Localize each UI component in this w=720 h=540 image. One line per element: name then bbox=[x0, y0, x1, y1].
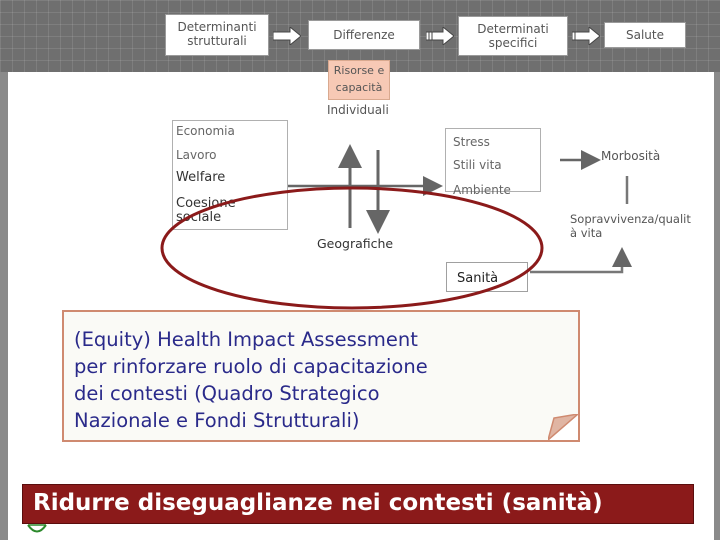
economia-panel bbox=[172, 120, 288, 230]
logo-icon bbox=[27, 524, 47, 533]
left-strip bbox=[0, 72, 8, 540]
arrow-right-icon bbox=[273, 27, 301, 45]
welfare-label: Welfare bbox=[176, 170, 226, 185]
label-line: Differenze bbox=[333, 28, 395, 42]
arrow-right-icon bbox=[572, 27, 600, 45]
label-line: capacità bbox=[335, 81, 383, 94]
note-text: (Equity) Health Impact Assessment per ri… bbox=[74, 326, 554, 434]
label-line: Sopravvivenza/qualit bbox=[570, 212, 691, 226]
page-fold-icon bbox=[548, 414, 578, 440]
label-line: Coesione bbox=[176, 196, 236, 211]
note-line: dei contesti (Quadro Strategico bbox=[74, 382, 380, 405]
label-line: strutturali bbox=[187, 34, 247, 48]
highlight-ellipse bbox=[160, 186, 544, 310]
box-determinanti-strutturali: Determinanti strutturali bbox=[165, 14, 269, 56]
stress-panel bbox=[445, 128, 541, 192]
economia-label: Economia bbox=[176, 124, 235, 138]
individuali-label: Individuali bbox=[327, 103, 389, 117]
sopravvivenza-label: Sopravvivenza/qualit à vita bbox=[570, 212, 691, 240]
stili-vita-label: Stili vita bbox=[453, 158, 502, 172]
sanita-box: Sanità bbox=[446, 262, 528, 292]
risorse-capacita-box: Risorse e capacità bbox=[328, 60, 390, 100]
ambiente-label: Ambiente bbox=[453, 183, 511, 197]
note-line: per rinforzare ruolo di capacitazione bbox=[74, 355, 428, 378]
coesione-label: Coesione sociale bbox=[176, 197, 236, 225]
lavoro-label: Lavoro bbox=[176, 148, 217, 162]
bottom-banner: Ridurre diseguaglianze nei contesti (san… bbox=[22, 484, 694, 524]
label-line: sociale bbox=[176, 210, 222, 225]
morbosita-label: Morbosità bbox=[601, 149, 661, 163]
label-line: specifici bbox=[488, 36, 538, 50]
label-line: Determinati bbox=[477, 22, 549, 36]
sanita-label: Sanità bbox=[457, 271, 499, 286]
label-line: Risorse e bbox=[333, 64, 385, 77]
up-arrow-icon bbox=[530, 247, 632, 274]
label-line: à vita bbox=[570, 226, 603, 240]
note-line: (Equity) Health Impact Assessment bbox=[74, 328, 418, 351]
box-determinati-specifici: Determinati specifici bbox=[458, 16, 568, 56]
label-line: Determinanti bbox=[177, 20, 257, 34]
box-salute: Salute bbox=[604, 22, 686, 48]
arrow-right-icon bbox=[426, 27, 454, 45]
geografiche-label: Geografiche bbox=[317, 236, 394, 251]
stress-label: Stress bbox=[453, 135, 490, 149]
box-differenze: Differenze bbox=[308, 20, 420, 50]
right-strip bbox=[714, 72, 720, 540]
note-card: (Equity) Health Impact Assessment per ri… bbox=[62, 310, 580, 442]
banner-title: Ridurre diseguaglianze nei contesti (san… bbox=[33, 490, 603, 516]
note-line: Nazionale e Fondi Strutturali) bbox=[74, 409, 360, 432]
label-line: Salute bbox=[626, 28, 664, 42]
